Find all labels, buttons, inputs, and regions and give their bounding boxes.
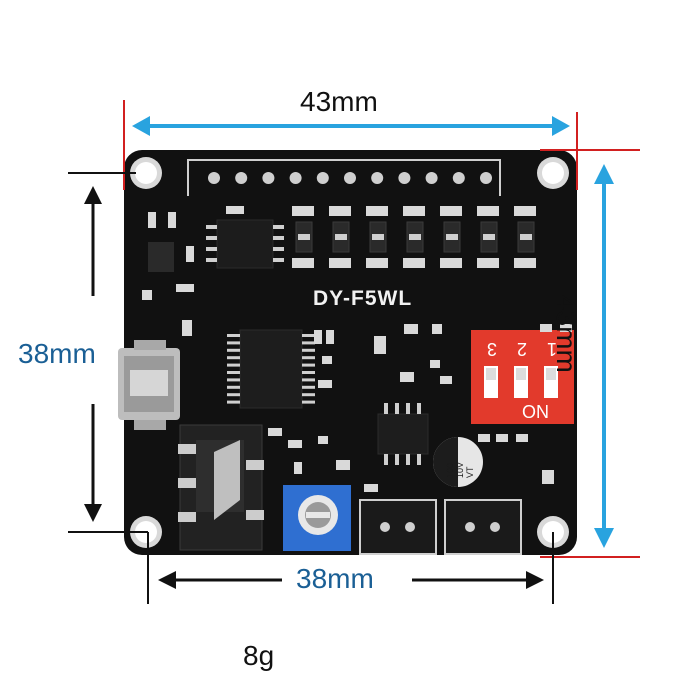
height-dimension-label: 43mm <box>551 295 582 373</box>
dip-position-3: 3 <box>487 339 498 359</box>
power-terminal <box>444 499 522 555</box>
micro-usb-port <box>118 340 180 430</box>
dip-on-label: ON <box>522 402 549 422</box>
header-pin <box>316 172 329 184</box>
header-pin <box>371 172 384 184</box>
transistor <box>403 206 425 268</box>
header-pin <box>289 172 302 184</box>
main-ic <box>227 329 315 409</box>
flash-chip <box>206 219 284 269</box>
capacitor-value: 100 <box>445 462 456 479</box>
vertical-hole-spacing-label: 38mm <box>18 338 96 369</box>
header-pin <box>262 172 275 184</box>
transistor <box>329 206 351 268</box>
transistor <box>477 206 499 268</box>
header-pin <box>480 172 492 184</box>
capacitor <box>433 437 483 487</box>
potentiometer <box>283 485 351 551</box>
transistor <box>292 206 314 268</box>
header-pin <box>344 172 356 184</box>
transistor <box>514 206 536 268</box>
header-pin <box>425 172 438 184</box>
dip-position-2: 2 <box>517 339 528 359</box>
dimension-annotations <box>68 100 640 604</box>
header-pin <box>208 172 220 184</box>
capacitor-marking: 100 10V VT <box>445 462 475 478</box>
header-pin <box>452 172 465 184</box>
audio-jack <box>178 424 264 551</box>
amplifier-chip <box>377 403 429 465</box>
capacitor-mark: VT <box>465 466 476 479</box>
transistor <box>366 206 388 268</box>
pin-header <box>187 159 501 196</box>
smd-components <box>142 206 572 492</box>
capacitor-voltage: 10V <box>455 461 466 479</box>
weight-label: 8g <box>243 640 275 671</box>
transistor <box>440 206 462 268</box>
speaker-terminal <box>359 499 437 555</box>
width-dimension-label: 43mm <box>300 86 378 117</box>
dip-switch <box>471 330 574 424</box>
header-pin <box>398 172 411 184</box>
horizontal-hole-spacing-label: 38mm <box>296 563 374 594</box>
header-pin <box>235 172 248 184</box>
board-model-label: DY-F5WL <box>313 287 413 310</box>
transistor-row <box>292 206 536 268</box>
